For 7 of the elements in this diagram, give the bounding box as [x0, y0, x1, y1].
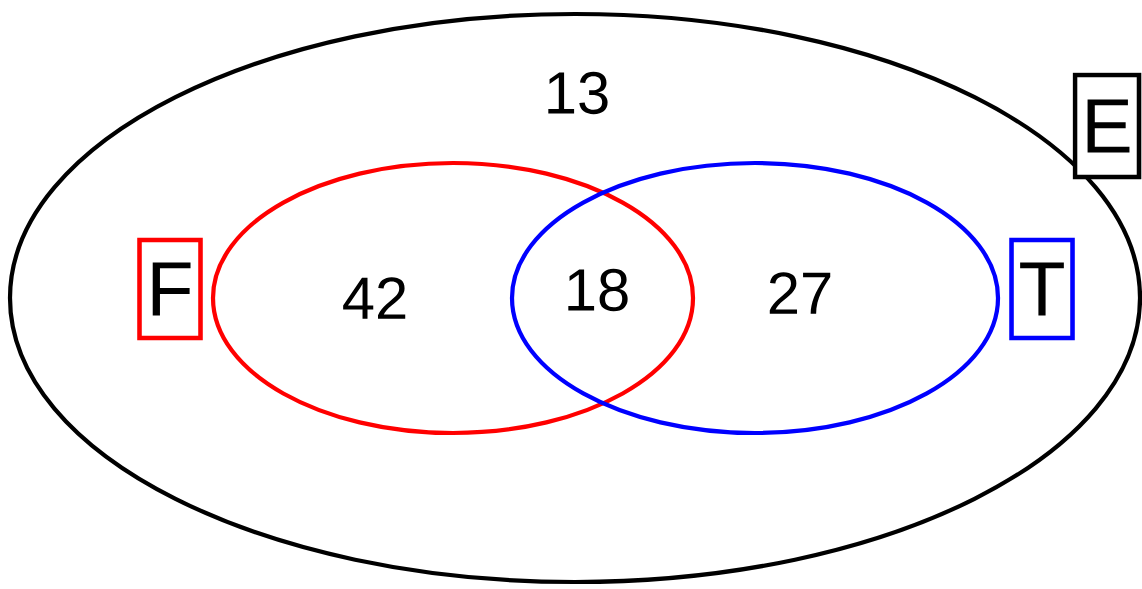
count-label: 42 [343, 277, 406, 319]
count-label: 18 [568, 268, 628, 312]
set-label-box: E [1072, 72, 1142, 180]
set-label-box: F [137, 237, 203, 341]
set-label-box: T [1009, 237, 1075, 341]
count-label: 13 [548, 71, 608, 115]
count-label: 27 [769, 272, 831, 314]
